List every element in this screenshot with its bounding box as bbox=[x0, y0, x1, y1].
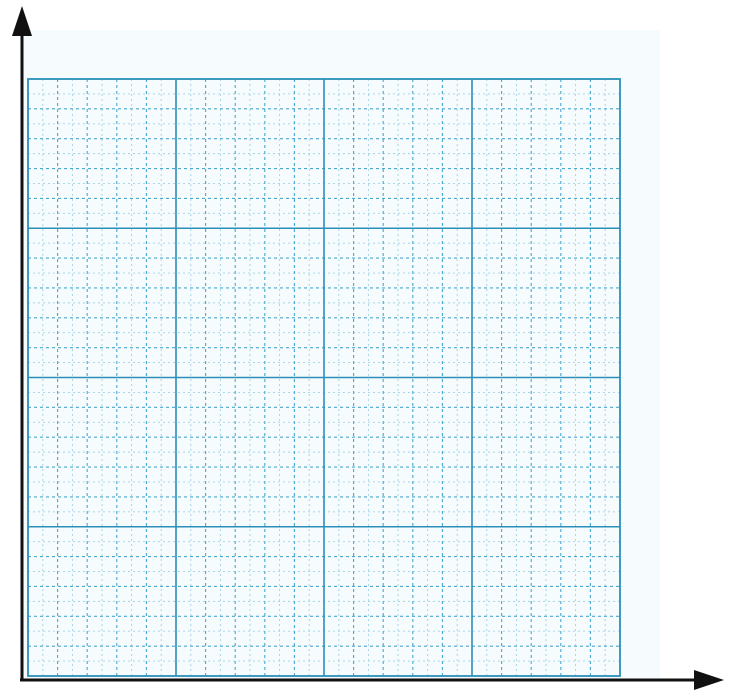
axes bbox=[12, 6, 724, 690]
grid-border bbox=[27, 78, 621, 677]
major-grid-lines bbox=[28, 79, 620, 676]
x-axis-arrowhead-icon bbox=[694, 670, 724, 690]
y-axis-arrowhead-icon bbox=[12, 6, 32, 36]
graph-paper-background bbox=[20, 30, 660, 680]
